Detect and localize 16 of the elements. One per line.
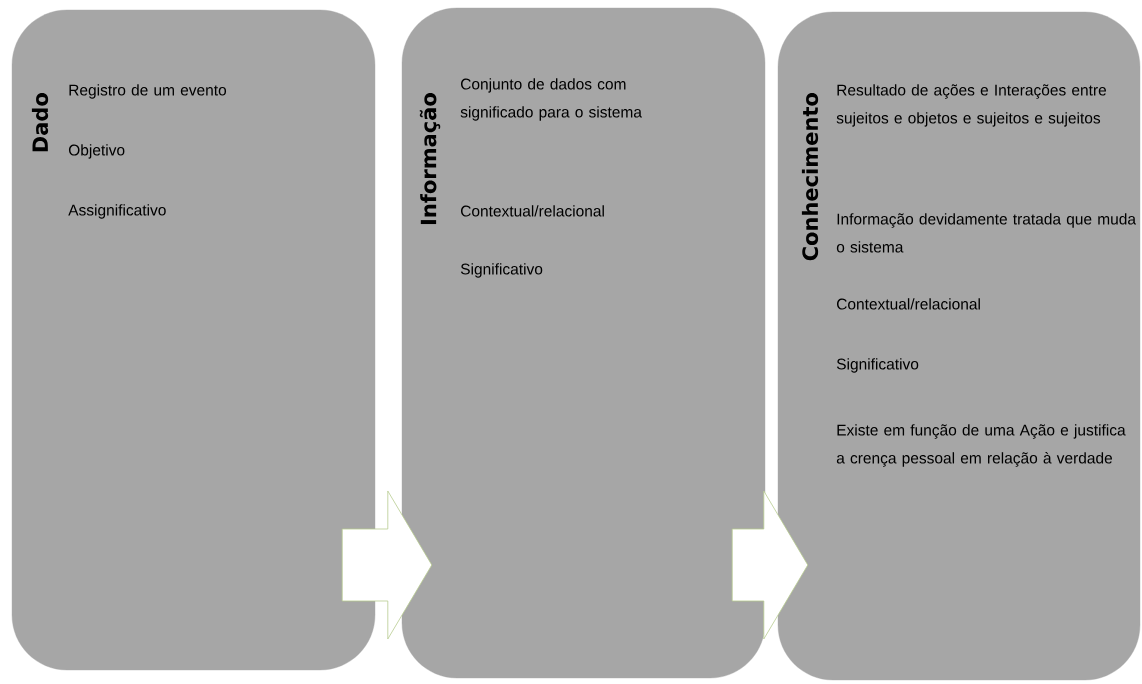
block-arrow xyxy=(731,490,809,640)
body-text: Significativo xyxy=(460,263,543,278)
body-text: Conjunto de dados com significado para o sistema xyxy=(460,78,642,121)
body-text: Resultado de ações e Interações entre sujeitos e objetos e sujeitos e sujeitos xyxy=(836,84,1107,127)
panel-title: Informação xyxy=(419,93,441,225)
body-text: Existe em função de uma Ação e justifica a crença pessoal em relação à verdade xyxy=(836,424,1126,467)
body-text: Contextual/relacional xyxy=(837,298,980,310)
body-text: Registro de um evento xyxy=(69,84,227,99)
body-text: Objetivo xyxy=(68,144,125,159)
panel-title: Conhecimento xyxy=(801,93,819,261)
body-text: Assignificativo xyxy=(68,204,166,219)
panel-title: Dado xyxy=(31,93,49,152)
body-text: Significativo xyxy=(836,358,919,373)
body-text: Contextual/relacional xyxy=(461,205,604,217)
body-text: Informação devidamente tratada que muda o sistema xyxy=(836,213,1136,253)
block-arrow xyxy=(341,490,433,640)
